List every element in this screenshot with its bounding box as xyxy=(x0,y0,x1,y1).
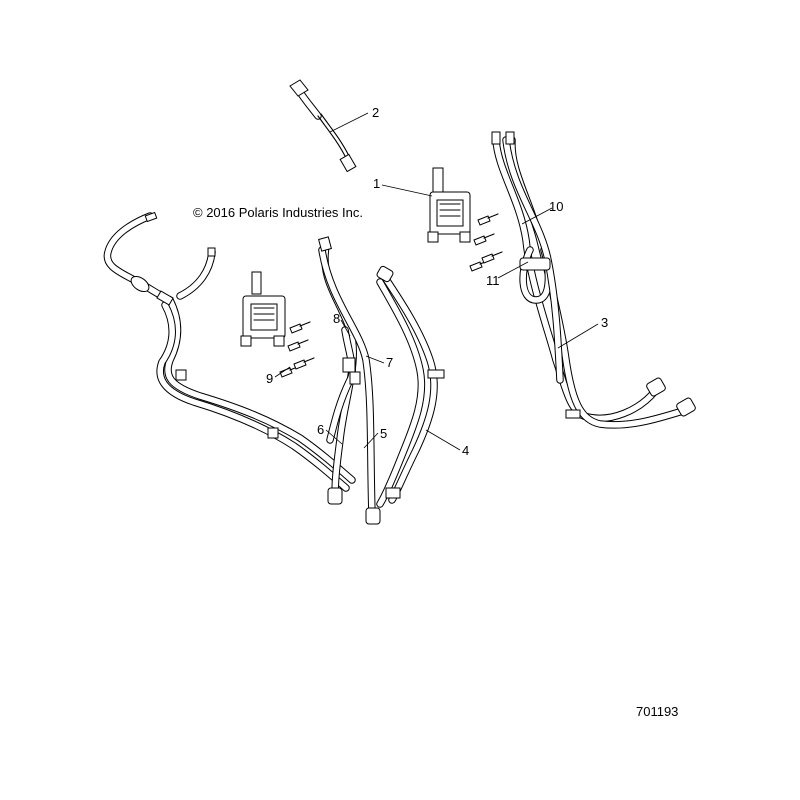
bolts-upper xyxy=(469,213,503,272)
harness-right xyxy=(491,131,696,429)
callout-11: 11 xyxy=(486,273,500,288)
hose-4 xyxy=(376,265,445,508)
callout-5: 5 xyxy=(380,426,388,441)
callout-8: 8 xyxy=(333,311,341,326)
callout-6: 6 xyxy=(317,422,325,437)
callout-7: 7 xyxy=(386,355,394,370)
callout-1: 1 xyxy=(373,176,381,191)
callout-3: 3 xyxy=(601,315,609,330)
figure-number: 701193 xyxy=(636,704,679,719)
leader-lines xyxy=(274,112,599,451)
solenoid-part-1 xyxy=(427,167,471,243)
sensor-part-2 xyxy=(289,79,357,173)
solenoid-lower xyxy=(240,271,286,347)
callout-2: 2 xyxy=(372,105,380,120)
hoses-5-6-7-8 xyxy=(318,236,381,525)
callout-10: 10 xyxy=(549,199,564,214)
copyright-notice: © 2016 Polaris Industries Inc. xyxy=(193,205,363,220)
bolts-part-9 xyxy=(279,321,315,378)
callout-4: 4 xyxy=(462,443,470,458)
harness-left xyxy=(103,211,356,492)
callout-9: 9 xyxy=(266,371,274,386)
